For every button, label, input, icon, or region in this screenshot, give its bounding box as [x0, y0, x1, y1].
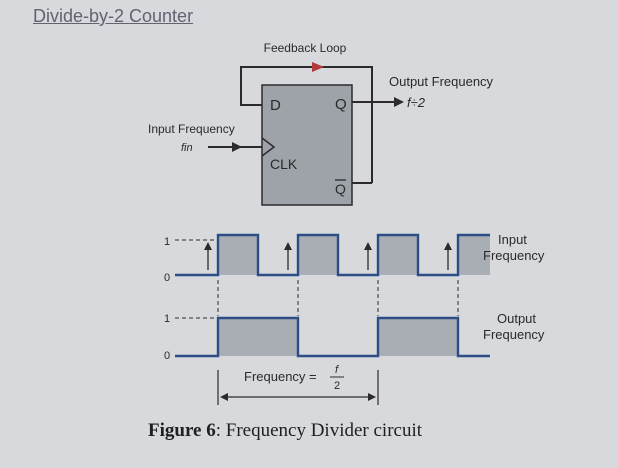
clock-edge-arrow-icon [204, 242, 212, 250]
diagram-heading: Divide-by-2 Counter [33, 6, 194, 26]
clock-edge-arrow-icon [444, 242, 452, 250]
output-waveform [175, 316, 490, 358]
output-wave-high-fill [418, 318, 458, 356]
input-arrow-icon [232, 142, 242, 152]
input-level-high: 1 [164, 236, 170, 248]
feedback-arrow-icon [312, 62, 324, 72]
input-waveform [175, 233, 490, 277]
output-wave-high-fill [258, 318, 298, 356]
input-wave-high-fill [458, 235, 490, 275]
clock-edge-arrow-icon [284, 242, 292, 250]
figure-caption-label: Figure 6 [148, 420, 216, 441]
timing-output-label-line1: Output [497, 311, 536, 326]
span-left-arrow-icon [220, 393, 228, 401]
feedback-loop-label: Feedback Loop [264, 41, 347, 55]
span-right-arrow-icon [368, 393, 376, 401]
output-wave-high-fill [218, 318, 258, 356]
output-wave-line [175, 316, 490, 358]
input-wave-line [175, 233, 490, 277]
input-level-low: 0 [164, 272, 170, 284]
output-frequency-label: Output Frequency [389, 74, 494, 89]
clock-edge-arrow-icon [364, 242, 372, 250]
clock-triangle-icon [261, 137, 276, 157]
pin-d-label: D [270, 97, 281, 114]
flip-flop-block [261, 84, 353, 206]
pin-qbar-label: Q [335, 181, 346, 197]
timing-output-label-line2: Frequency [483, 327, 545, 342]
input-wave-high-fill [378, 235, 418, 275]
pin-q-label: Q [335, 96, 347, 113]
output-level-low: 0 [164, 350, 170, 362]
timing-input-label-line1: Input [498, 232, 527, 247]
output-arrow-icon [394, 97, 404, 107]
input-frequency-value: fin [181, 142, 193, 154]
output-level-high: 1 [164, 313, 170, 325]
input-frequency-label: Input Frequency [148, 122, 235, 136]
input-wave-high-fill [298, 235, 338, 275]
output-wave-high-fill [378, 318, 418, 356]
span-fraction-num: f [335, 364, 339, 376]
timing-input-label-line2: Frequency [483, 248, 545, 263]
figure-caption-text: : Frequency Divider circuit [215, 420, 423, 441]
span-fraction-den: 2 [334, 380, 340, 392]
span-label: Frequency = [244, 369, 317, 384]
figure-caption: Figure 6: Frequency Divider circuit [148, 420, 422, 442]
pin-clk-label: CLK [270, 156, 298, 172]
output-frequency-value: f÷2 [407, 95, 426, 110]
clock-edge-markers [204, 242, 459, 316]
feedback-loop-wire [240, 66, 373, 183]
input-wave-high-fill [218, 235, 258, 275]
